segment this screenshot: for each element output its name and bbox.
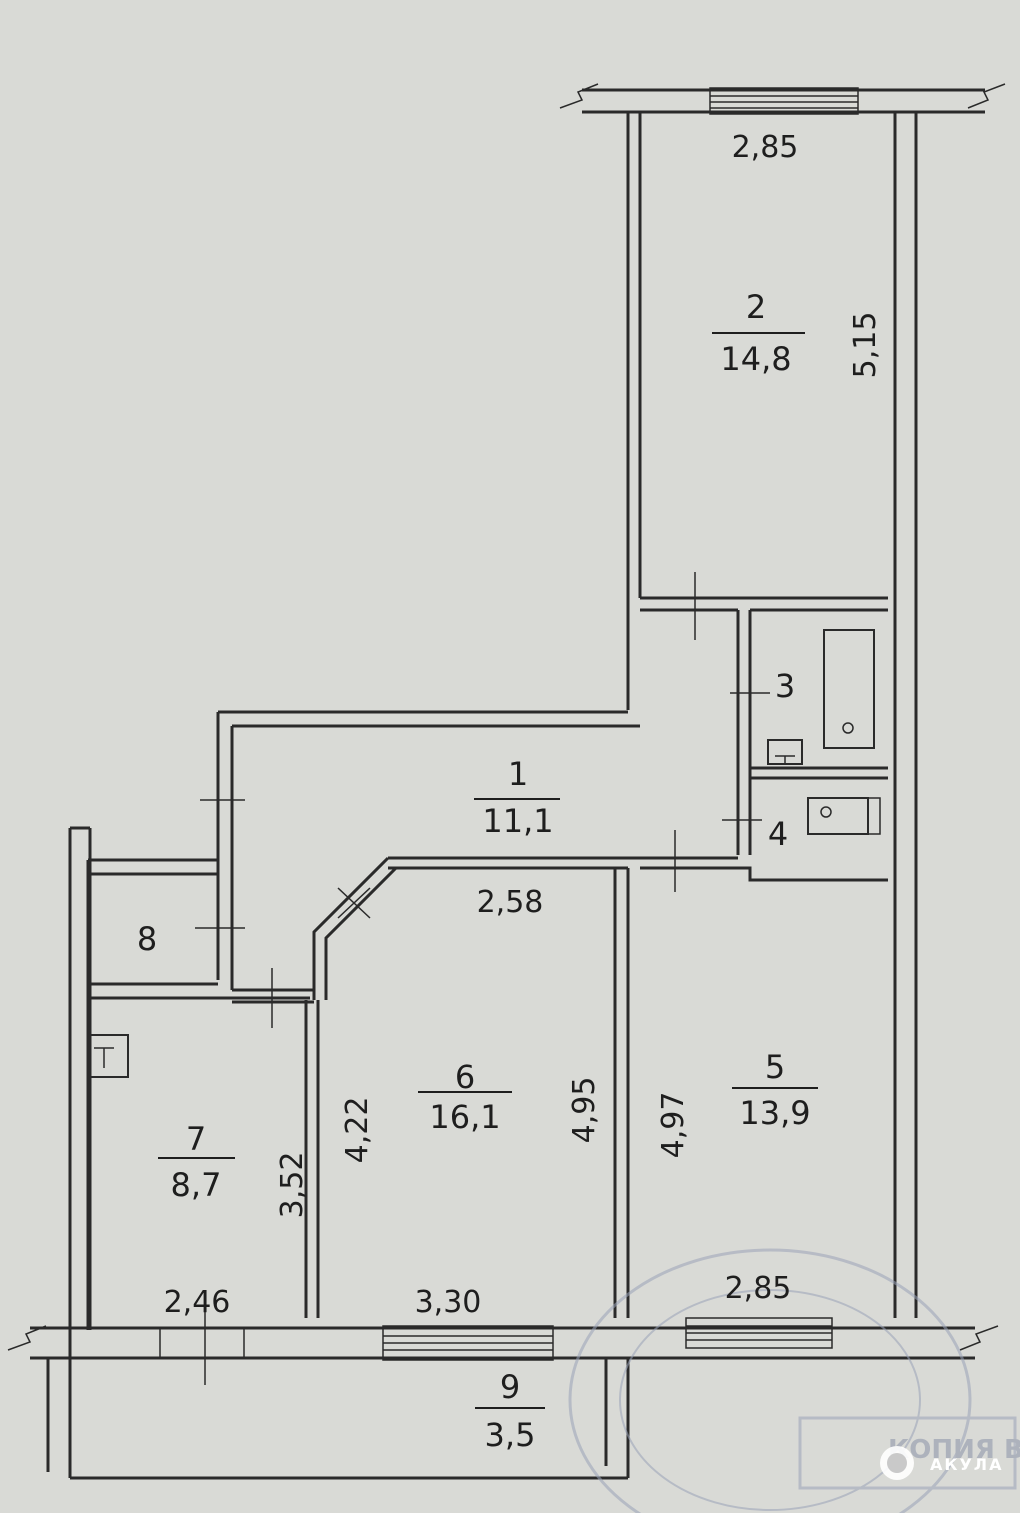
- dim-bottom-room6: 3,30: [415, 1285, 482, 1320]
- room-6-label: 6 16,1: [418, 1058, 512, 1136]
- room-9-label: 9 3,5: [475, 1368, 545, 1454]
- watermark-text: АКУЛА: [930, 1455, 1003, 1474]
- dim-room7-right: 3,52: [275, 1152, 310, 1219]
- stamp: КОПИЯ В: [568, 1248, 1020, 1513]
- room-5-label: 5 13,9: [732, 1048, 818, 1132]
- dim-room2-length: 5,15: [848, 312, 883, 379]
- room-2-number: 2: [746, 288, 766, 326]
- room-5-area: 13,9: [739, 1094, 810, 1132]
- hall-walls: [200, 710, 888, 1000]
- room-7-walls: [68, 826, 320, 1478]
- dim-hall-width: 2,58: [477, 885, 544, 920]
- room-2-walls: [559, 83, 1006, 1318]
- bottom-wall-balcony: [7, 1300, 999, 1480]
- room-2-area: 14,8: [720, 340, 791, 378]
- dim-room6-left: 4,22: [340, 1097, 375, 1164]
- room-9-number: 9: [500, 1368, 520, 1406]
- room-2-label: 2 14,8: [712, 288, 805, 378]
- room-6-area: 16,1: [429, 1098, 500, 1136]
- room-4-number: 4: [768, 815, 788, 853]
- room-1-area: 11,1: [482, 802, 553, 840]
- room-1-label: 1 11,1: [474, 755, 560, 840]
- room-9-area: 3,5: [485, 1416, 536, 1454]
- dim-room5-left: 4,97: [656, 1092, 691, 1159]
- dim-bottom-room7: 2,46: [164, 1285, 231, 1320]
- room-6-number: 6: [455, 1058, 475, 1096]
- dim-room6-right: 4,95: [567, 1077, 602, 1144]
- room-7-number: 7: [186, 1120, 206, 1158]
- room-8-number: 8: [137, 920, 157, 958]
- room-8-walls: [86, 858, 310, 1330]
- room-5-number: 5: [765, 1048, 785, 1086]
- room-7-area: 8,7: [171, 1166, 222, 1204]
- dim-room2-width: 2,85: [732, 130, 799, 165]
- room-3-number: 3: [775, 667, 795, 705]
- dim-bottom-room5: 2,85: [725, 1271, 792, 1306]
- room-7-label: 7 8,7: [158, 1120, 235, 1204]
- watermark: АКУЛА: [880, 1446, 1003, 1480]
- bath-wc-walls: [722, 610, 888, 855]
- room-1-number: 1: [508, 755, 528, 793]
- rooms-5-6-walls: [613, 868, 630, 1318]
